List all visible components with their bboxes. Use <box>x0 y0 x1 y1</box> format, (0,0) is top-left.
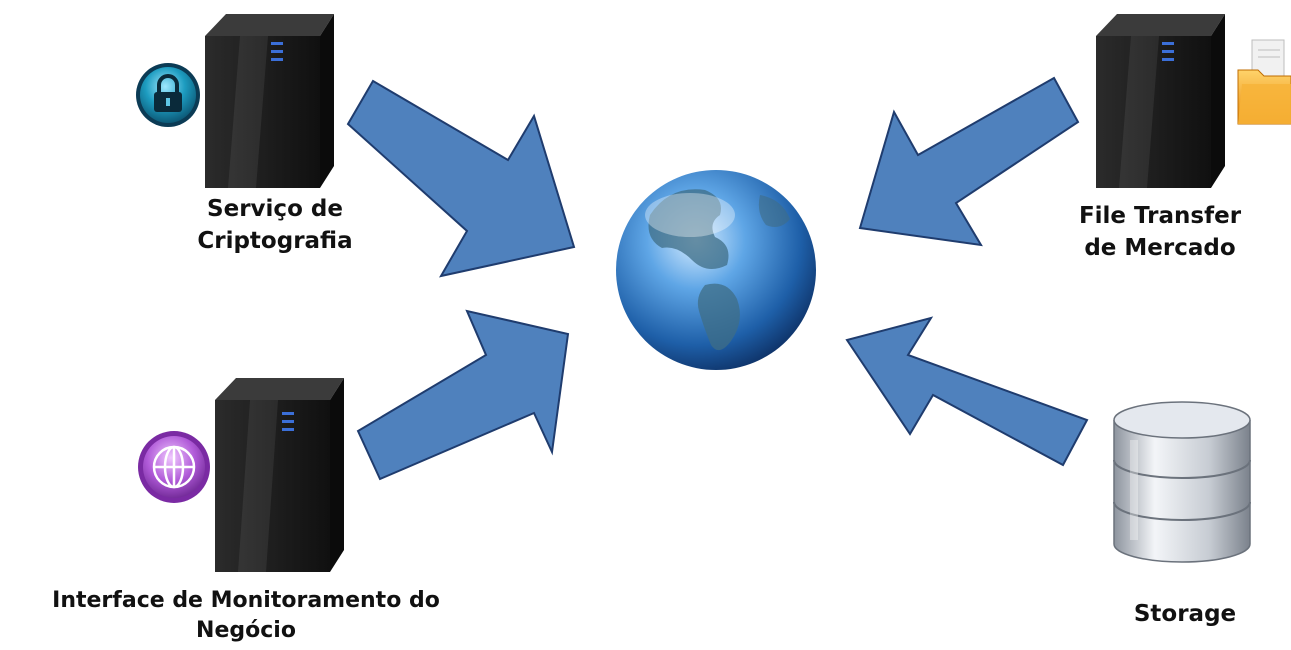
arrow-crypto-to-globe <box>346 79 576 278</box>
monitoring-label-line1: Interface de Monitoramento do <box>52 588 440 613</box>
arrow-monitoring-to-globe <box>356 309 570 481</box>
folder-icon <box>1237 39 1291 125</box>
file-transfer-server-icon <box>1096 14 1225 188</box>
crypto-server-icon <box>205 14 334 188</box>
monitoring-server-icon <box>215 378 344 572</box>
storage-label-line1: Storage <box>1133 601 1237 627</box>
web-globe-icon <box>138 431 210 503</box>
monitoring-label-line2: Negócio <box>196 618 296 643</box>
globe-icon <box>616 170 816 370</box>
storage-label: Storage <box>1090 598 1280 630</box>
crypto-label: Serviço de Criptografia <box>150 193 400 257</box>
arrow-storage-to-globe <box>845 316 1089 467</box>
crypto-label-line1: Serviço de <box>207 196 343 222</box>
arrow-file-transfer-to-globe <box>858 76 1080 247</box>
file-transfer-label-line2: de Mercado <box>1084 235 1236 261</box>
database-icon <box>1113 401 1251 563</box>
lock-icon <box>136 63 200 127</box>
file-transfer-label-line1: File Transfer <box>1078 203 1242 229</box>
file-transfer-label: File Transfer de Mercado <box>1035 200 1285 264</box>
crypto-label-line2: Criptografia <box>197 228 353 254</box>
monitoring-label: Interface de Monitoramento do Negócio <box>0 586 492 646</box>
